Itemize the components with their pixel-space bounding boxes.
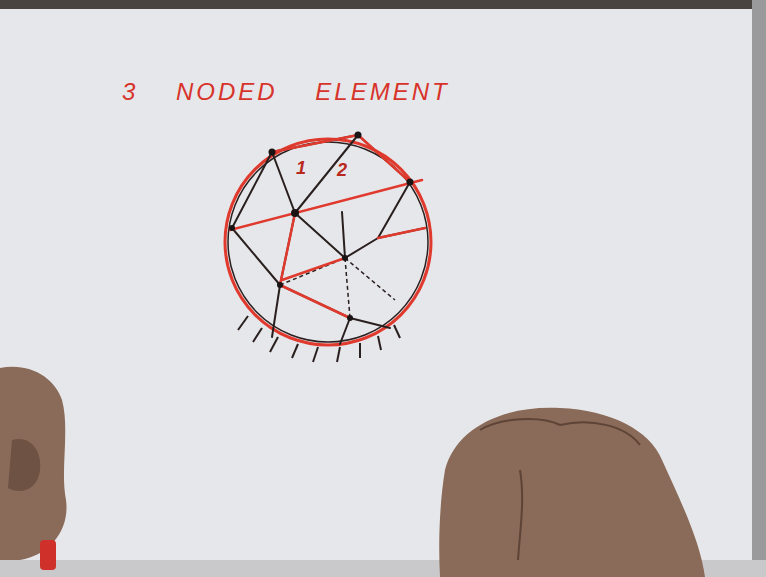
mesh-dashed (280, 258, 395, 318)
mesh-nodes (229, 132, 414, 322)
left-thumb (8, 439, 40, 491)
element-number: 1 (296, 158, 306, 179)
mesh-lines (232, 135, 425, 344)
top-edge (0, 0, 766, 9)
handwritten-title: 3 NODED ELEMENT (122, 78, 450, 106)
right-hand (439, 408, 705, 577)
fixed-support-hatch (238, 316, 400, 362)
left-hand (0, 367, 67, 560)
domain-circle (225, 139, 431, 345)
element-number: 2 (337, 160, 347, 181)
mesh-red-lines (230, 135, 425, 318)
marker-pen (40, 540, 56, 570)
right-hand-folds (480, 419, 640, 560)
right-edge (752, 0, 766, 577)
